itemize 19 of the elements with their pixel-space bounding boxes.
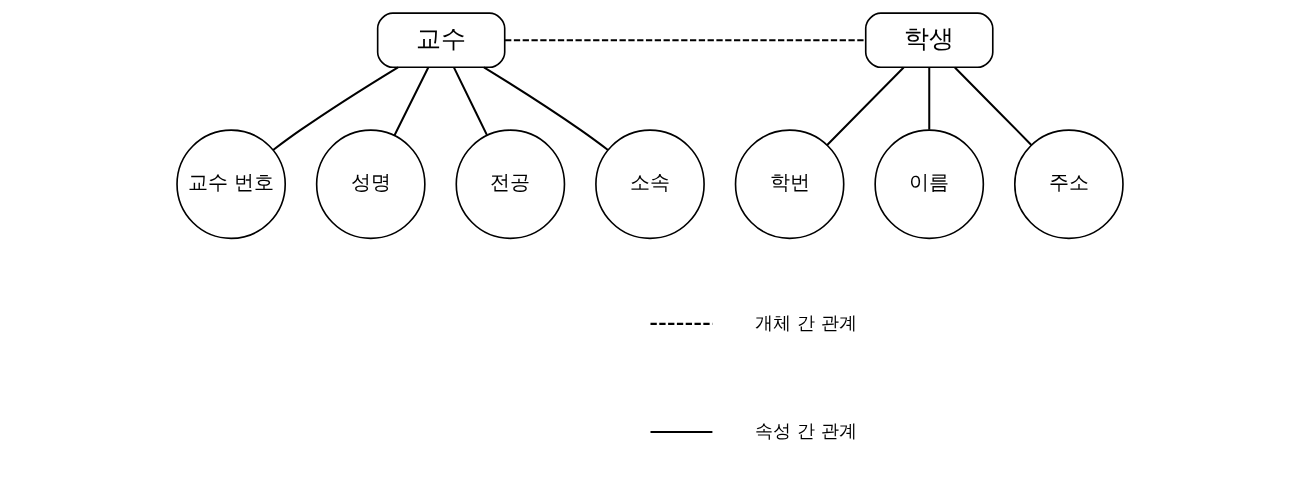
connector <box>393 67 430 136</box>
connector <box>483 66 609 151</box>
node-circle: 주소 <box>1013 129 1124 240</box>
node-circle: 교수 번호 <box>176 129 287 240</box>
node-box: 학생 <box>864 12 994 69</box>
connector <box>928 67 931 130</box>
connector <box>826 66 905 146</box>
node-circle: 소속 <box>595 129 705 240</box>
connector <box>954 66 1033 146</box>
connector <box>505 39 866 42</box>
connector <box>272 66 399 151</box>
node-circle: 학번 <box>734 129 845 240</box>
connector <box>452 67 488 136</box>
node-circle: 전공 <box>455 129 566 240</box>
node-circle: 이름 <box>874 129 985 240</box>
legend-label: 개체 간 관계 <box>755 312 857 333</box>
node-box: 교수 <box>376 12 506 69</box>
legend-label: 속성 간 관계 <box>755 420 857 441</box>
node-circle: 성명 <box>315 129 426 240</box>
